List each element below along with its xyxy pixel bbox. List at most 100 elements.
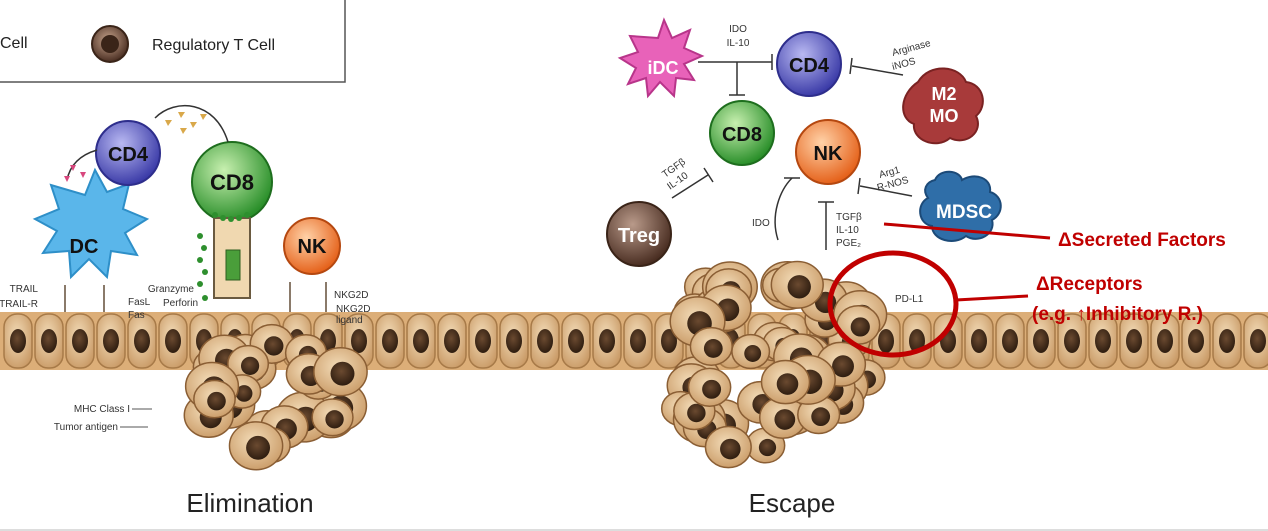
cd8-cell-escape: CD8 — [709, 100, 775, 166]
ido-mid-label: IDO — [752, 218, 770, 229]
epithelial-nucleus — [537, 329, 553, 353]
elimination-title: Elimination — [186, 488, 313, 518]
inhibitory-label: (e.g. ↑Inhibitory R.) — [1032, 304, 1203, 325]
epithelial-nucleus — [382, 329, 398, 353]
tumor-nucleus — [811, 407, 831, 427]
cd4-cell-escape: CD4 — [776, 31, 842, 97]
epithelial-nucleus — [165, 329, 181, 353]
receptors-pointer — [955, 294, 1029, 302]
epithelial-nucleus — [909, 329, 925, 353]
pge-label: PGE₂ — [836, 238, 861, 249]
mhc-label: MHC Class I — [74, 404, 130, 415]
dc-cell: DC — [32, 167, 150, 280]
pdl1-label: PD-L1 — [895, 294, 924, 305]
trail-r-label: TRAIL-R — [0, 299, 38, 310]
nkg2d-ligand-label-2: ligand — [336, 315, 363, 326]
tumor-nucleus — [246, 435, 271, 460]
tumor-nucleus — [720, 438, 741, 460]
epithelial-nucleus — [103, 329, 119, 353]
tumor-nucleus — [235, 385, 253, 402]
granzyme-label: Granzyme — [148, 284, 195, 295]
perforin-label: Perforin — [163, 298, 198, 309]
epithelial-nucleus — [41, 329, 57, 353]
legend-partial-label: Cell — [0, 35, 28, 52]
cytokine-triangles — [165, 112, 207, 134]
tumor-nucleus — [776, 373, 799, 395]
idc-cell: iDC — [617, 17, 705, 99]
tumor-nucleus — [744, 345, 762, 362]
epithelial-nucleus — [475, 329, 491, 353]
tumor-nucleus — [850, 317, 870, 337]
nk-cell-escape: NK — [795, 119, 861, 185]
escape-title: Escape — [749, 488, 836, 518]
epithelial-nucleus — [413, 329, 429, 353]
cd8-label-elimination: CD8 — [210, 170, 254, 195]
epithelial-nucleus — [1033, 329, 1049, 353]
dc-label: DC — [70, 236, 99, 258]
cytokine-triangles-pink — [64, 165, 86, 182]
epithelial-nucleus — [134, 329, 150, 353]
tumor-cluster-escape — [660, 260, 888, 469]
mdsc-cell: MDSC — [919, 170, 1002, 242]
epithelial-nucleus — [444, 329, 460, 353]
tumor-nucleus — [702, 379, 722, 399]
fas-label: Fas — [128, 310, 145, 321]
tumor-nucleus — [240, 356, 260, 375]
receptor-sticks-left — [64, 282, 327, 312]
tumor-nucleus — [832, 355, 854, 378]
epithelial-nucleus — [630, 329, 646, 353]
epithelial-nucleus — [1219, 329, 1235, 353]
tumor-nucleus — [264, 336, 284, 356]
epithelial-nucleus — [568, 329, 584, 353]
cd4-to-cd8-arrow — [154, 105, 229, 143]
epithelial-nucleus — [1095, 329, 1111, 353]
epithelial-nucleus — [506, 329, 522, 353]
m2-macrophage: M2 MO — [902, 67, 984, 145]
epithelial-nucleus — [10, 329, 26, 353]
m2-label: M2 — [931, 84, 956, 104]
nkg2d-label: NKG2D — [334, 290, 368, 301]
cd4-cell-elimination: CD4 — [95, 120, 161, 186]
tumor-nucleus — [325, 410, 344, 429]
nkg2d-ligand-label-1: NKG2D — [336, 304, 370, 315]
treg-cell: Treg — [606, 201, 672, 267]
cd8-cell-elimination: CD8 — [191, 141, 273, 299]
trail-label: TRAIL — [10, 284, 39, 295]
mdsc-label: MDSC — [936, 202, 992, 223]
tumor-nucleus — [687, 403, 706, 423]
arg1-label: Arg1 — [878, 165, 902, 181]
epithelial-nucleus — [1157, 329, 1173, 353]
mo-label: MO — [930, 106, 959, 126]
receptors-circle — [827, 250, 959, 358]
tumor-antigen-label: Tumor antigen — [54, 422, 118, 433]
epithelial-nucleus — [1188, 329, 1204, 353]
tgfb-bottom-label: TGFβ — [836, 212, 862, 223]
epithelial-nucleus — [1064, 329, 1080, 353]
tumor-nucleus — [758, 438, 777, 457]
legend-regulatory-label: Regulatory T Cell — [152, 37, 275, 54]
epithelial-nucleus — [878, 329, 894, 353]
legend-treg-nucleus — [101, 35, 119, 53]
tumor-nucleus — [774, 409, 796, 430]
receptors-label: ΔReceptors — [1036, 274, 1143, 295]
fasl-label: FasL — [128, 297, 151, 308]
tumor-nucleus — [703, 339, 723, 358]
treg-label: Treg — [618, 225, 660, 247]
epithelial-nucleus — [661, 329, 677, 353]
tumor-nucleus — [207, 391, 226, 411]
il10-bottom-label: IL-10 — [836, 225, 859, 236]
tumor-nucleus — [330, 361, 355, 386]
nk-cell-elimination: NK — [283, 217, 341, 275]
secreted-pointer — [883, 222, 1051, 240]
red-annotations: ΔSecreted Factors ΔReceptors (e.g. ↑Inhi… — [827, 222, 1226, 358]
idc-label: iDC — [648, 58, 679, 78]
epithelial-nucleus — [1126, 329, 1142, 353]
cd8-label-escape: CD8 — [722, 124, 762, 146]
cd4-label-escape: CD4 — [789, 55, 830, 77]
nk-label-escape: NK — [814, 143, 843, 165]
elimination-panel: DC CD4 CD8 NK — [0, 105, 370, 518]
epithelial-nucleus — [971, 329, 987, 353]
ido-top-label: IDO — [729, 24, 747, 35]
il10-top-label: IL-10 — [727, 38, 750, 49]
